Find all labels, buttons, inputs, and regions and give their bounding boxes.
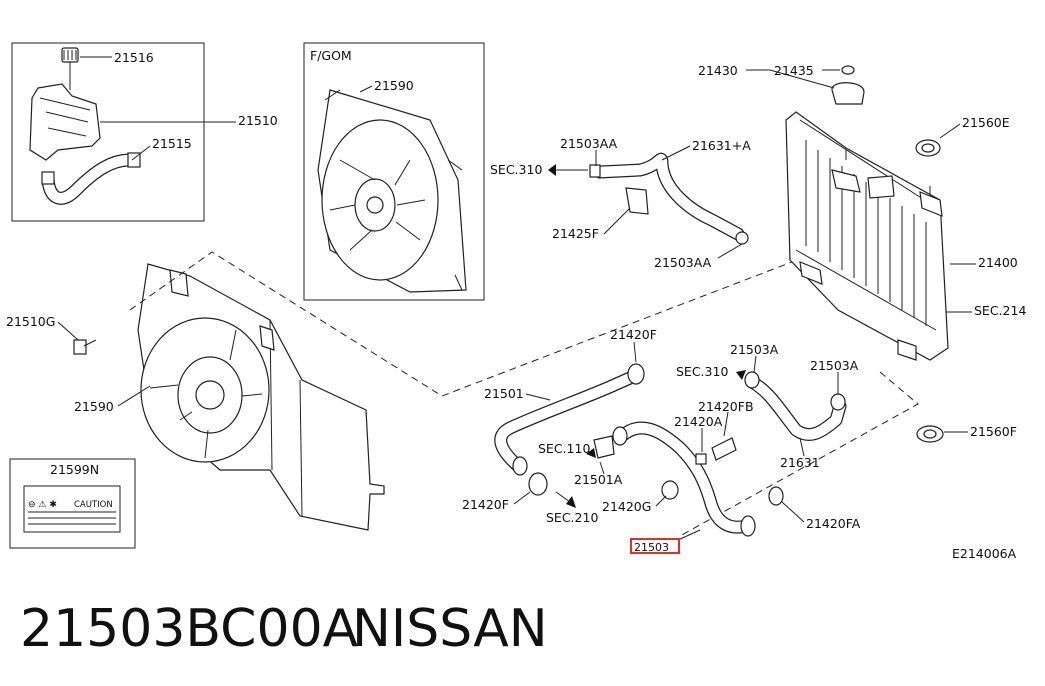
- callout-21631: 21631: [780, 455, 820, 470]
- callout-21503aa-bot: 21503AA: [654, 255, 712, 270]
- callout-21503aa-top: 21503AA: [560, 136, 618, 151]
- svg-text:⊖ ⚠ ✱: ⊖ ⚠ ✱: [28, 500, 57, 510]
- hose-21631: [744, 371, 847, 441]
- callout-21560e: 21560E: [962, 115, 1010, 130]
- callout-21435: 21435: [774, 63, 814, 78]
- callout-21631a: 21631+A: [692, 138, 751, 153]
- reservoir-inset: [11, 42, 205, 222]
- callout-21420a: 21420A: [674, 414, 723, 429]
- highlight-box: [630, 538, 680, 554]
- callout-21420fb: 21420FB: [698, 399, 754, 414]
- callout-21515: 21515: [152, 136, 192, 151]
- callout-21420g: 21420G: [602, 499, 651, 514]
- lower-hose-21503: [612, 421, 756, 537]
- callout-21501a: 21501A: [574, 472, 623, 487]
- callout-21420f-top: 21420F: [610, 327, 657, 342]
- caution-text: CAUTION: [74, 500, 113, 510]
- callout-21590-main: 21590: [74, 399, 114, 414]
- fgom-label: F/GOM: [310, 48, 352, 63]
- callout-21510g: 21510G: [6, 314, 55, 329]
- callout-21425f: 21425F: [552, 226, 599, 241]
- callout-21503-highlight: 21503: [634, 541, 669, 554]
- callout-21400: 21400: [978, 255, 1018, 270]
- callout-21516: 21516: [114, 50, 154, 65]
- callout-21420fa: 21420FA: [806, 516, 861, 531]
- callout-sec214: SEC.214: [974, 303, 1026, 318]
- callout-21430: 21430: [698, 63, 738, 78]
- callout-21599n: 21599N: [50, 462, 99, 477]
- fan-inset: [303, 42, 485, 301]
- callout-sec110: SEC.110: [538, 441, 590, 456]
- fan-shroud: [137, 263, 385, 531]
- callout-21420f-bot: 21420F: [462, 497, 509, 512]
- callout-21503a-b: 21503A: [810, 358, 859, 373]
- callout-21501: 21501: [484, 386, 524, 401]
- callout-sec210: SEC.210: [546, 510, 598, 525]
- callout-21510: 21510: [238, 113, 278, 128]
- footer-part-number: 21503BC00A: [20, 599, 359, 659]
- hose-21501: [494, 371, 637, 476]
- callout-21503a-a: 21503A: [730, 342, 779, 357]
- footer-brand: NISSAN: [352, 599, 548, 659]
- radiator: [785, 111, 949, 361]
- callout-21560f: 21560F: [970, 424, 1017, 439]
- callout-21590-inset: 21590: [374, 78, 414, 93]
- upper-hose: [589, 152, 749, 245]
- callout-sec310-mid: SEC.310: [676, 364, 728, 379]
- caution-label-inset: ⊖ ⚠ ✱: [9, 458, 136, 549]
- bolt-21510g: [73, 339, 97, 355]
- callout-sec310-top: SEC.310: [490, 162, 542, 177]
- diagram-code: E214006A: [952, 546, 1017, 561]
